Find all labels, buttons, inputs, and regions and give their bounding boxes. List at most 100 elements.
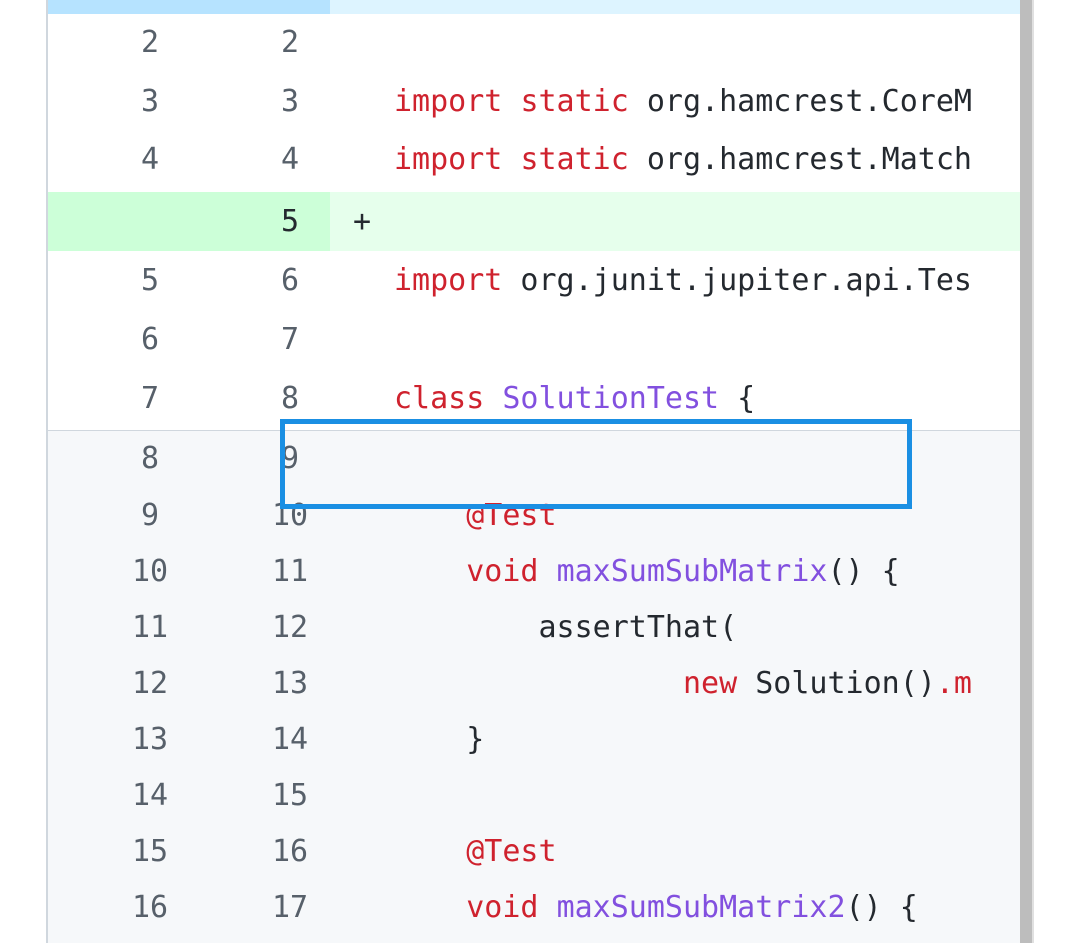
code-token: static	[520, 83, 629, 119]
old-line-number[interactable]	[108, 192, 192, 251]
new-line-number[interactable]: 7	[280, 321, 300, 357]
new-line-number[interactable]: 8	[280, 381, 300, 416]
code-token: () {	[845, 889, 918, 925]
new-line-number[interactable]: 16	[271, 833, 309, 869]
code-line: class SolutionTest {	[394, 369, 755, 428]
code-line: import static org.hamcrest.Match	[394, 130, 972, 188]
code-token	[539, 890, 557, 925]
new-line-number[interactable]: 11	[271, 553, 309, 589]
code-token: org.hamcrest.CoreM	[628, 83, 972, 119]
code-token: assertThat(	[394, 609, 738, 645]
old-line-number[interactable]: 12	[131, 665, 169, 701]
hunk-expand-gutter[interactable]	[48, 0, 330, 14]
old-line-number[interactable]: 5	[140, 262, 160, 298]
new-line-number[interactable]: 10	[271, 497, 309, 533]
code-token: }	[394, 721, 485, 757]
new-line-number[interactable]: 9	[280, 441, 300, 476]
new-line-number[interactable]: 5	[280, 204, 300, 239]
expanded-context-area	[48, 430, 1034, 943]
code-line: @Test	[394, 487, 557, 543]
code-token	[539, 554, 557, 589]
new-line-number[interactable]: 17	[271, 889, 309, 925]
old-line-number[interactable]: 13	[131, 721, 169, 757]
code-token	[394, 554, 466, 589]
code-line: void maxSumSubMatrix2() {	[394, 879, 918, 935]
diff-line[interactable]: 13 14 }	[48, 711, 1034, 767]
diff-line[interactable]: 12 13 new Solution().m	[48, 655, 1034, 711]
code-token: org.hamcrest.Match	[628, 141, 972, 177]
old-line-number[interactable]: 6	[140, 321, 160, 357]
diff-line[interactable]: 9 10 @Test	[48, 487, 1034, 543]
new-line-number[interactable]: 14	[271, 721, 309, 757]
old-line-number[interactable]: 9	[140, 497, 160, 533]
code-line: void maxSumSubMatrix() {	[394, 543, 900, 599]
code-token: .m	[935, 665, 972, 701]
new-line-number[interactable]: 13	[271, 665, 309, 701]
code-token	[502, 84, 520, 119]
diff-line[interactable]: 3 3 import static org.hamcrest.CoreM	[48, 72, 1034, 130]
code-token	[484, 381, 502, 416]
old-line-number[interactable]: 11	[131, 609, 169, 645]
diff-sign: +	[353, 204, 372, 239]
code-token	[394, 666, 683, 701]
added-line-gutter	[48, 192, 330, 251]
code-token: import	[394, 83, 503, 119]
code-token	[394, 890, 466, 925]
old-line-number[interactable]: 14	[131, 777, 169, 813]
scrollbar-edge	[1032, 0, 1034, 943]
diff-line[interactable]: 16 17 void maxSumSubMatrix2() {	[48, 879, 1034, 935]
new-line-number[interactable]: 4	[280, 141, 300, 177]
code-line: import static org.hamcrest.CoreM	[394, 72, 972, 130]
new-line-number[interactable]: 12	[271, 609, 309, 645]
code-token: maxSumSubMatrix2	[556, 889, 846, 925]
code-token: static	[520, 141, 629, 177]
diff-line[interactable]: 10 11 void maxSumSubMatrix() {	[48, 543, 1034, 599]
code-line: @Test	[394, 823, 557, 879]
old-line-number[interactable]: 4	[140, 141, 160, 177]
old-line-number[interactable]: 15	[131, 833, 169, 869]
code-token: org.junit.jupiter.api.Tes	[502, 262, 972, 298]
code-token: {	[719, 381, 756, 416]
code-token: maxSumSubMatrix	[556, 553, 828, 589]
old-line-number[interactable]: 16	[131, 889, 169, 925]
diff-line[interactable]: 7 8 class SolutionTest {	[48, 369, 1034, 428]
new-line-number[interactable]: 2	[280, 24, 300, 60]
code-line: assertThat(	[394, 599, 737, 655]
code-token: @Test	[466, 497, 557, 533]
code-token: void	[466, 889, 539, 925]
diff-line[interactable]: 5 6 import org.junit.jupiter.api.Tes	[48, 251, 1034, 309]
diff-line[interactable]: 15 16 @Test	[48, 823, 1034, 879]
new-line-number[interactable]: 3	[280, 83, 300, 119]
old-line-number[interactable]: 3	[140, 83, 160, 119]
code-token: new	[682, 665, 738, 701]
code-token: Solution()	[737, 665, 936, 701]
diff-line-added[interactable]: 5+	[48, 192, 1034, 251]
code-token: SolutionTest	[502, 381, 720, 416]
code-token: @Test	[466, 833, 557, 869]
selection-highlight-box	[280, 419, 912, 509]
code-token: import	[394, 262, 503, 298]
old-line-number[interactable]: 2	[140, 24, 160, 60]
code-token: () {	[827, 553, 900, 589]
code-line: new Solution().m	[394, 655, 972, 711]
code-token: import	[394, 141, 503, 177]
code-token: void	[466, 553, 539, 589]
vertical-scrollbar[interactable]	[1020, 0, 1032, 943]
old-line-number[interactable]: 10	[131, 553, 169, 589]
new-line-number[interactable]: 15	[271, 777, 309, 813]
hunk-header[interactable]	[48, 0, 1034, 14]
diff-line[interactable]: 11 12 assertThat(	[48, 599, 1034, 655]
old-line-number[interactable]: 8	[140, 441, 160, 476]
old-line-number[interactable]: 7	[140, 381, 160, 416]
code-line: }	[394, 711, 484, 767]
diff-line[interactable]: 4 4 import static org.hamcrest.Match	[48, 130, 1034, 188]
diff-line[interactable]: 14 15	[48, 767, 1034, 823]
code-token: class	[394, 381, 485, 416]
code-token	[394, 834, 466, 869]
new-line-number[interactable]: 6	[280, 262, 300, 298]
